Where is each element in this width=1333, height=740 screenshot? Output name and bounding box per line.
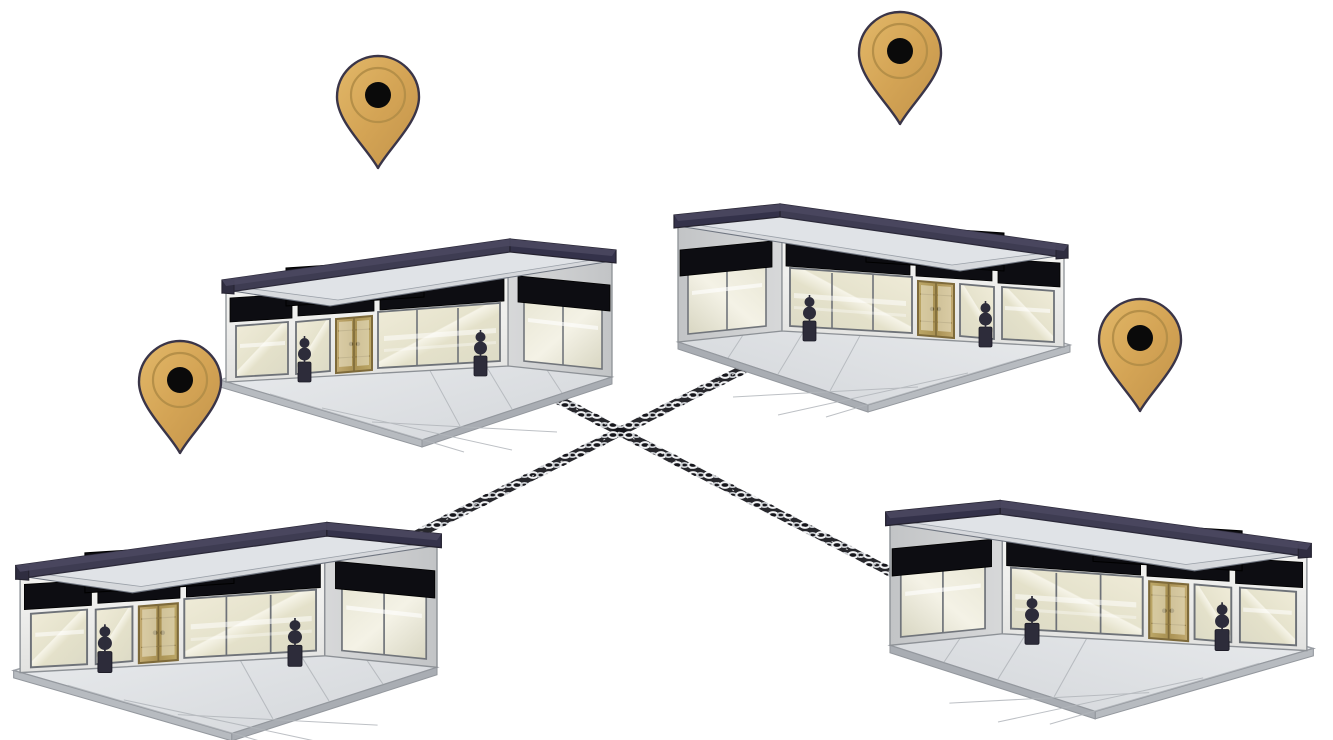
location-pin-icon [137, 339, 223, 455]
storefront-building [673, 203, 1071, 418]
pin-top-left[interactable] [335, 54, 421, 170]
store-top-right[interactable] [673, 203, 1071, 418]
connection-top-left-to-bottom-right [500, 367, 940, 600]
pin-bottom-left[interactable] [137, 339, 223, 455]
pin-bottom-right[interactable] [1097, 297, 1183, 413]
location-pin-icon [335, 54, 421, 170]
storefront-building [884, 499, 1315, 726]
location-pin-icon [857, 10, 943, 126]
connection-top-right-to-bottom-left [405, 333, 810, 543]
store-bottom-right[interactable] [884, 499, 1315, 726]
connection-layer [405, 333, 940, 600]
location-pin-icon [1097, 297, 1183, 413]
storefront-building [219, 238, 617, 453]
store-bottom-left[interactable] [12, 521, 443, 740]
store-top-left[interactable] [219, 238, 617, 453]
pin-top-right[interactable] [857, 10, 943, 126]
storefront-building [12, 521, 443, 740]
